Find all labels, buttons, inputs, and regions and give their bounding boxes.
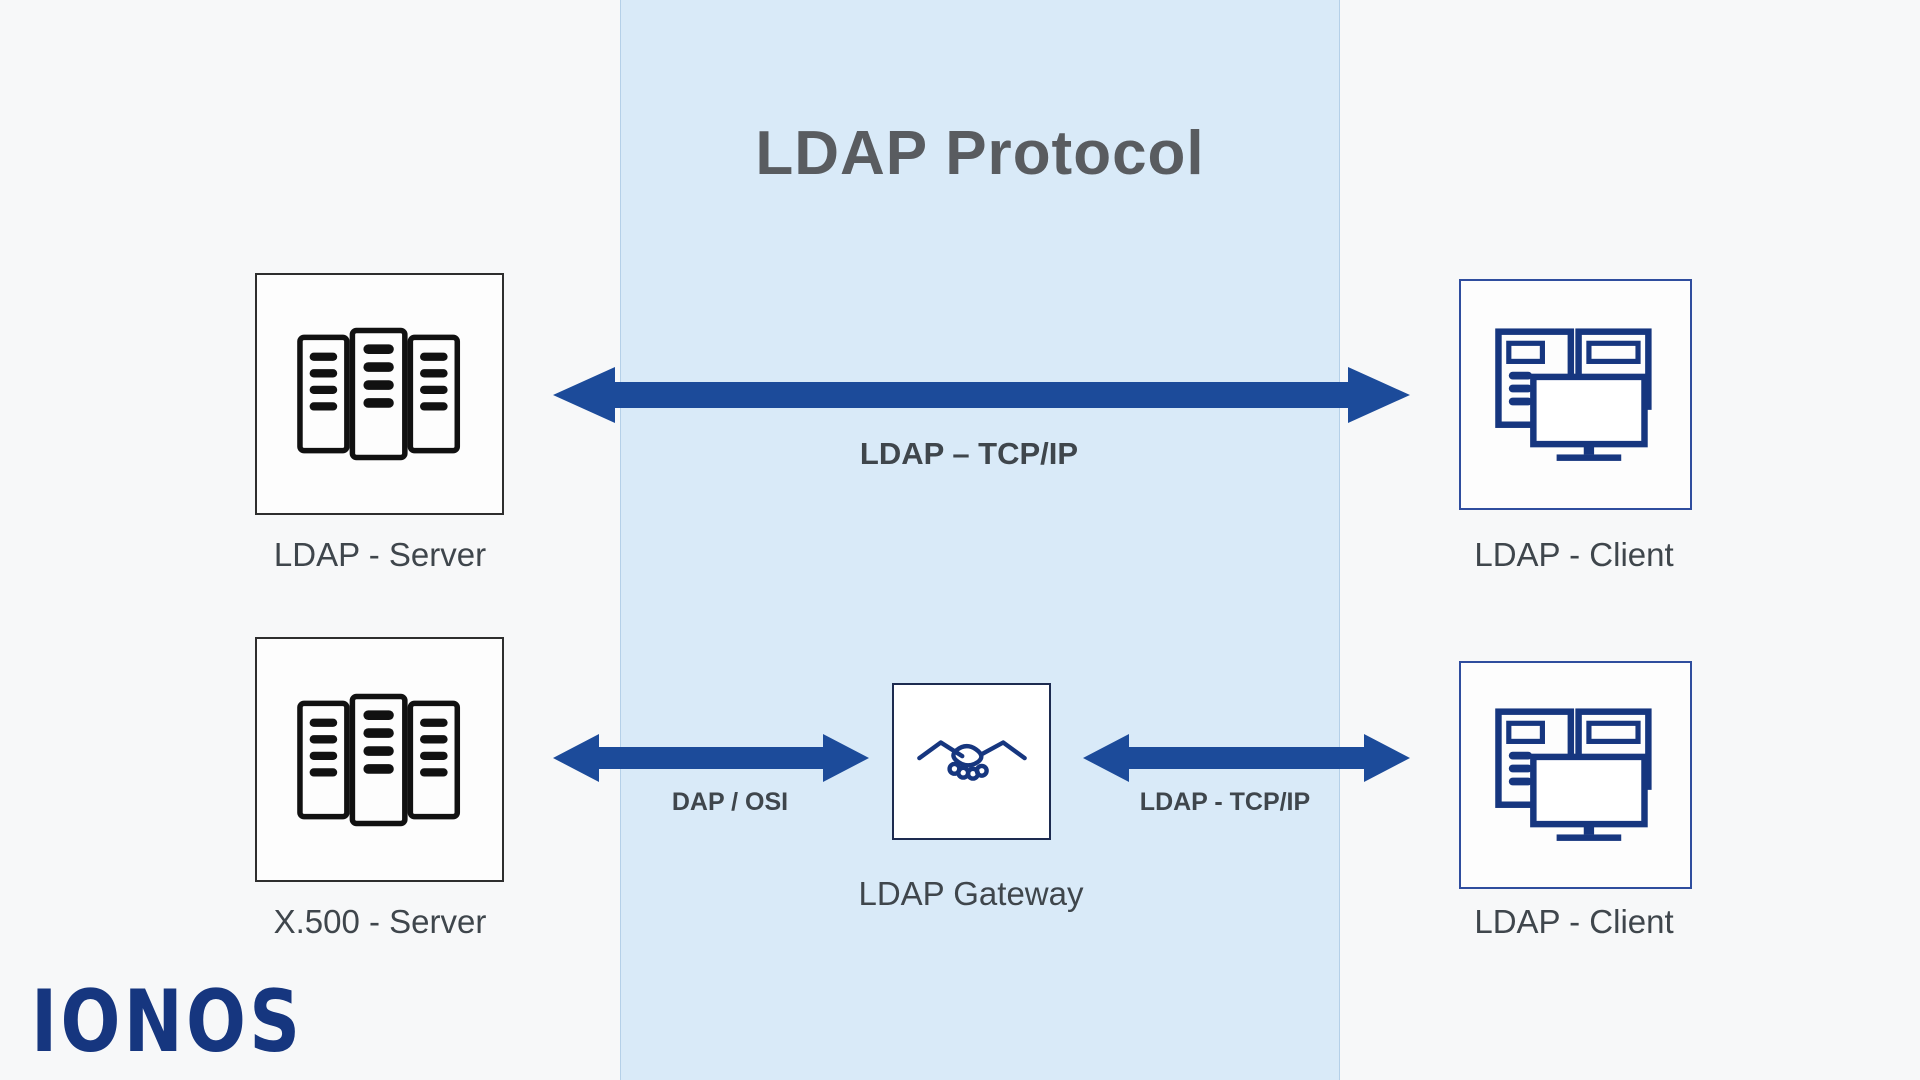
ionos-logo: IONOS (31, 972, 304, 1072)
handshake-icon (916, 739, 1027, 781)
arrow-ldap-tcpip-top (553, 367, 1410, 423)
ldap-client-top-node (1459, 279, 1692, 510)
connection-label-top: LDAP – TCP/IP (859, 436, 1079, 471)
ldap-client-bottom-node (1459, 661, 1692, 889)
client-icon (1494, 708, 1652, 841)
x500-server-node (255, 637, 504, 882)
ldap-server-label: LDAP - Server (273, 536, 487, 573)
connection-label-dap-osi: DAP / OSI (671, 788, 789, 816)
arrow-dap-osi (553, 734, 869, 782)
server-icon (296, 327, 460, 461)
ldap-client-top-label: LDAP - Client (1474, 536, 1674, 573)
x500-server-label: X.500 - Server (273, 903, 487, 940)
connection-label-ldap-tcpip: LDAP - TCP/IP (1139, 788, 1311, 816)
client-icon (1494, 327, 1652, 461)
server-icon (296, 693, 460, 826)
diagram-title: LDAP Protocol (755, 119, 1205, 188)
ldap-server-node (255, 273, 504, 515)
ldap-client-bottom-label: LDAP - Client (1474, 903, 1674, 940)
ldap-gateway-node (892, 683, 1051, 840)
arrow-ldap-tcpip-bottom (1083, 734, 1410, 782)
ldap-protocol-panel (620, 0, 1340, 1080)
ldap-gateway-label: LDAP Gateway (858, 875, 1084, 912)
